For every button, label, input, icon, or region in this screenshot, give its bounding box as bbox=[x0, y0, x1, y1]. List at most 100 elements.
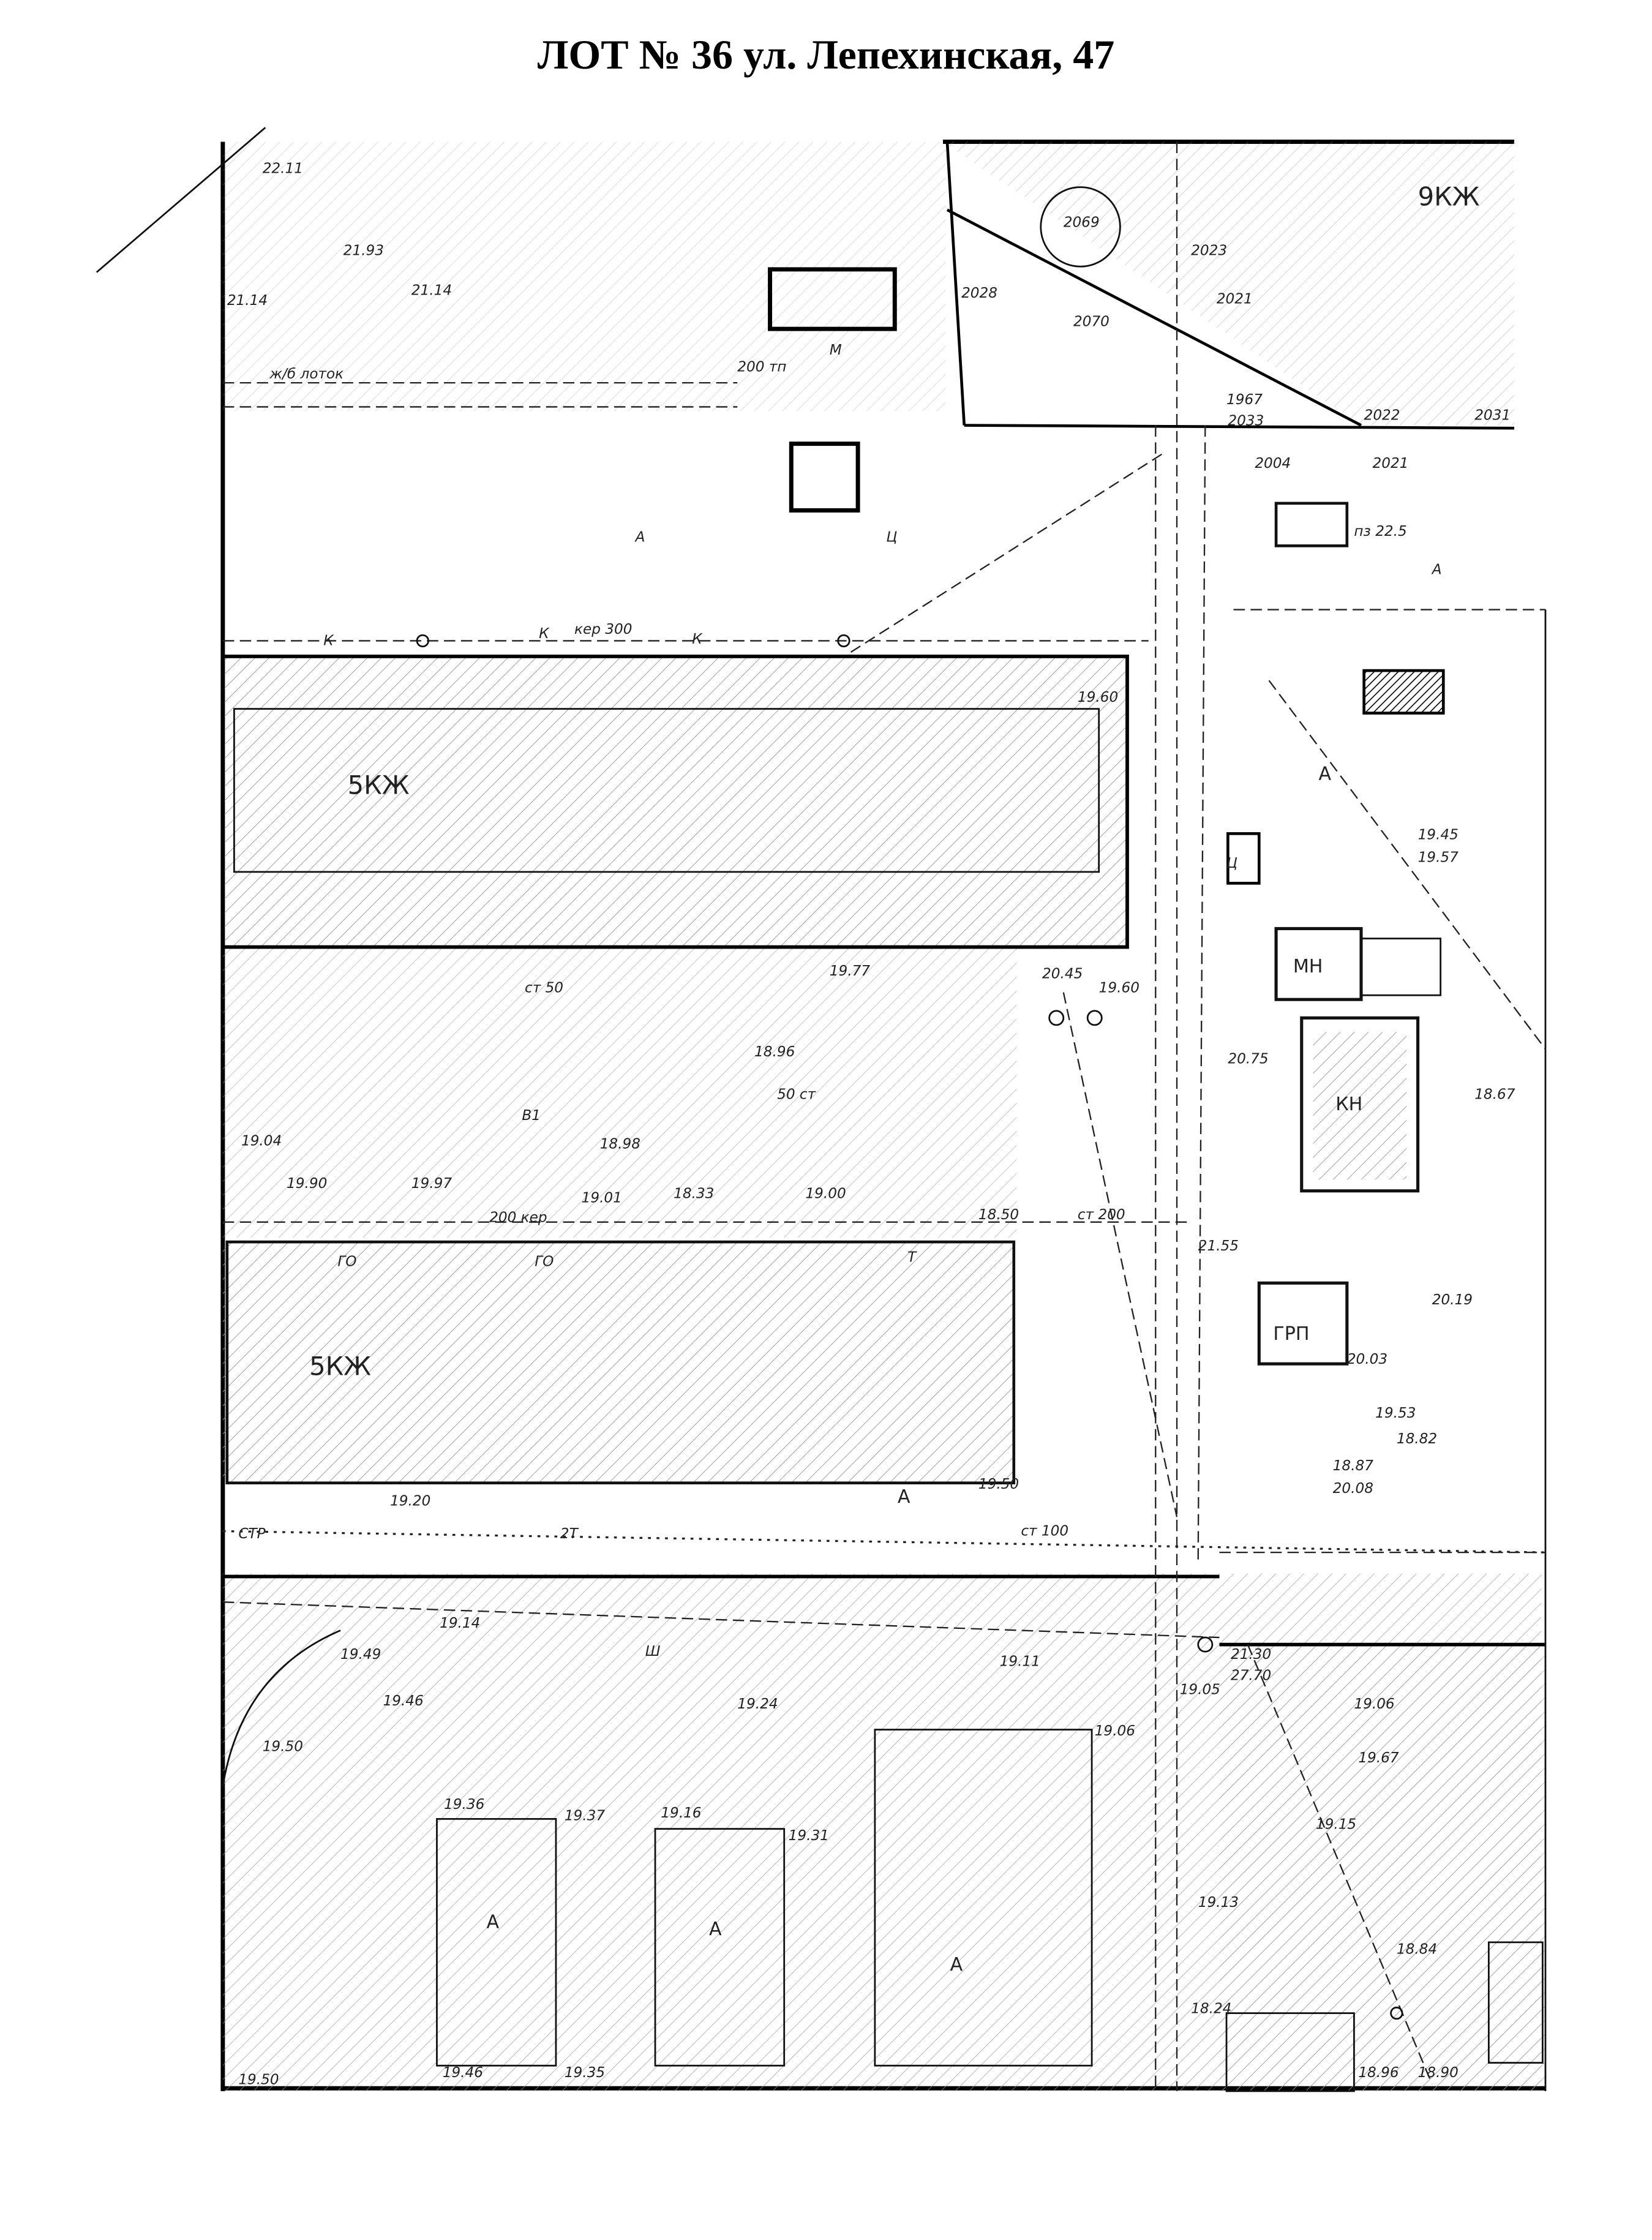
map-label: 19.00 bbox=[805, 1186, 846, 1201]
map-label: 18.67 bbox=[1474, 1086, 1515, 1102]
map-label: 20.45 bbox=[1042, 966, 1083, 982]
building-mn: МН bbox=[1274, 926, 1442, 1001]
map-label: 22.11 bbox=[263, 160, 303, 176]
map-label: А bbox=[950, 1954, 963, 1975]
map-label: 19.53 bbox=[1375, 1405, 1416, 1421]
map-label: 18.90 bbox=[1418, 2065, 1459, 2081]
map-label: 2004 bbox=[1255, 456, 1291, 472]
map-label: 19.20 bbox=[390, 1494, 430, 1509]
map-label: 21.14 bbox=[227, 293, 268, 309]
map-label: 18.96 bbox=[754, 1044, 795, 1060]
map-label: К bbox=[323, 633, 334, 648]
map-label: ст 200 bbox=[1078, 1207, 1125, 1223]
map-label: 1967 bbox=[1226, 392, 1263, 408]
map-label: Ц bbox=[886, 529, 897, 545]
map-label: 19.36 bbox=[444, 1797, 484, 1813]
map-label: 20.08 bbox=[1333, 1481, 1373, 1497]
map-label: 18.98 bbox=[600, 1136, 640, 1152]
map-label: А bbox=[898, 1486, 910, 1508]
map-label: 19.35 bbox=[565, 2065, 605, 2081]
map-label: 18.24 bbox=[1191, 2001, 1231, 2017]
map-label: 18.84 bbox=[1397, 1941, 1437, 1957]
map-label: 19.46 bbox=[443, 2065, 483, 2081]
map-label: Ш bbox=[645, 1644, 661, 1659]
map-label: 27.70 bbox=[1231, 1668, 1271, 1684]
map-label: 21.30 bbox=[1231, 1647, 1271, 1663]
map-label: А bbox=[634, 529, 645, 545]
garages bbox=[436, 1729, 1544, 2092]
map-label: 20.03 bbox=[1347, 1351, 1387, 1367]
map-label: 18.82 bbox=[1397, 1431, 1437, 1447]
map-label: ГРП bbox=[1273, 1323, 1309, 1345]
building-kn: КН bbox=[1300, 1016, 1420, 1193]
map-label: 2022 bbox=[1364, 407, 1400, 423]
map-label: 19.37 bbox=[565, 1808, 606, 1824]
map-label: 19.24 bbox=[737, 1696, 778, 1712]
map-label: 19.13 bbox=[1198, 1895, 1239, 1911]
map-label: 18.33 bbox=[674, 1186, 714, 1201]
map-label: А bbox=[709, 1919, 722, 1940]
map-label: 19.46 bbox=[383, 1693, 424, 1709]
elevation-labels: 22.11 21.93 21.14 21.14 ж/б лоток 200 тп… bbox=[227, 160, 1515, 2088]
building-5kzh-lower: 5КЖ bbox=[225, 1240, 1016, 1485]
map-label: 2069 bbox=[1064, 214, 1100, 230]
map-label: 19.06 bbox=[1354, 1696, 1394, 1712]
map-label: К bbox=[539, 626, 550, 642]
utility-lines bbox=[222, 141, 1547, 2091]
building-9kzh: 9КЖ bbox=[945, 141, 1515, 430]
map-label: 19.01 bbox=[582, 1190, 622, 1206]
map-label: кер 300 bbox=[574, 622, 632, 637]
map-label: 19.60 bbox=[1099, 980, 1140, 996]
map-label: 5КЖ bbox=[348, 770, 410, 800]
map-label: МН bbox=[1293, 956, 1323, 977]
map-label: ГО bbox=[535, 1253, 554, 1269]
map-label: 2021 bbox=[1373, 456, 1409, 472]
map-label: 19.16 bbox=[661, 1805, 701, 1821]
map-label: 20.19 bbox=[1432, 1292, 1473, 1308]
page-title: ЛОТ № 36 ул. Лепехинская, 47 bbox=[537, 31, 1115, 78]
map-label: 19.67 bbox=[1358, 1750, 1399, 1766]
map-label: ж/б лоток bbox=[269, 366, 344, 382]
map-label: 200 кер bbox=[489, 1210, 547, 1226]
map-label: 2031 bbox=[1474, 407, 1511, 423]
map-label: А bbox=[487, 1912, 500, 1933]
map-label: А bbox=[1431, 562, 1442, 578]
map-label: 18.96 bbox=[1358, 2065, 1399, 2081]
map-label: 200 тп bbox=[737, 359, 786, 375]
map-label: ст 50 bbox=[525, 980, 563, 996]
map-label: 19.90 bbox=[287, 1176, 327, 1192]
map-label: 19.50 bbox=[978, 1476, 1019, 1492]
building-5kzh-upper: 5КЖ bbox=[220, 655, 1129, 949]
map-label: 19.04 bbox=[241, 1133, 282, 1149]
map-label: 19.05 bbox=[1180, 1682, 1220, 1698]
map-label: 19.77 bbox=[830, 963, 871, 979]
top-structures bbox=[768, 267, 1445, 885]
map-label: 20.75 bbox=[1228, 1051, 1268, 1067]
hatched-areas bbox=[222, 141, 1545, 2091]
map-label: 18.87 bbox=[1333, 1458, 1374, 1474]
map-label: 2021 bbox=[1217, 291, 1253, 307]
map-label: 19.97 bbox=[411, 1176, 452, 1192]
map-label: 19.49 bbox=[340, 1647, 381, 1663]
map-label: ст 100 bbox=[1021, 1523, 1068, 1539]
map-label: 2023 bbox=[1191, 243, 1227, 259]
map-label: СТР bbox=[238, 1526, 265, 1542]
map-label: 2070 bbox=[1073, 314, 1109, 329]
map-label: 19.50 bbox=[238, 2072, 279, 2088]
map-label: Т bbox=[907, 1250, 917, 1266]
map-label: 19.15 bbox=[1316, 1817, 1356, 1833]
map-label: М bbox=[830, 342, 842, 358]
map-label: 2033 bbox=[1228, 413, 1264, 429]
map-label: 19.11 bbox=[1000, 1653, 1040, 1669]
map-label: В1 bbox=[522, 1108, 541, 1124]
building-grp: ГРП bbox=[1257, 1281, 1349, 1366]
map-label: 19.45 bbox=[1418, 827, 1459, 843]
map-label: К bbox=[692, 631, 703, 647]
map-label: пз 22.5 bbox=[1354, 524, 1406, 539]
map-label: 19.06 bbox=[1095, 1723, 1135, 1739]
map-label: КН bbox=[1335, 1094, 1362, 1115]
map-label: 5КЖ bbox=[309, 1351, 371, 1381]
map-label: 19.50 bbox=[263, 1738, 303, 1754]
map-label: 19.57 bbox=[1418, 850, 1459, 866]
